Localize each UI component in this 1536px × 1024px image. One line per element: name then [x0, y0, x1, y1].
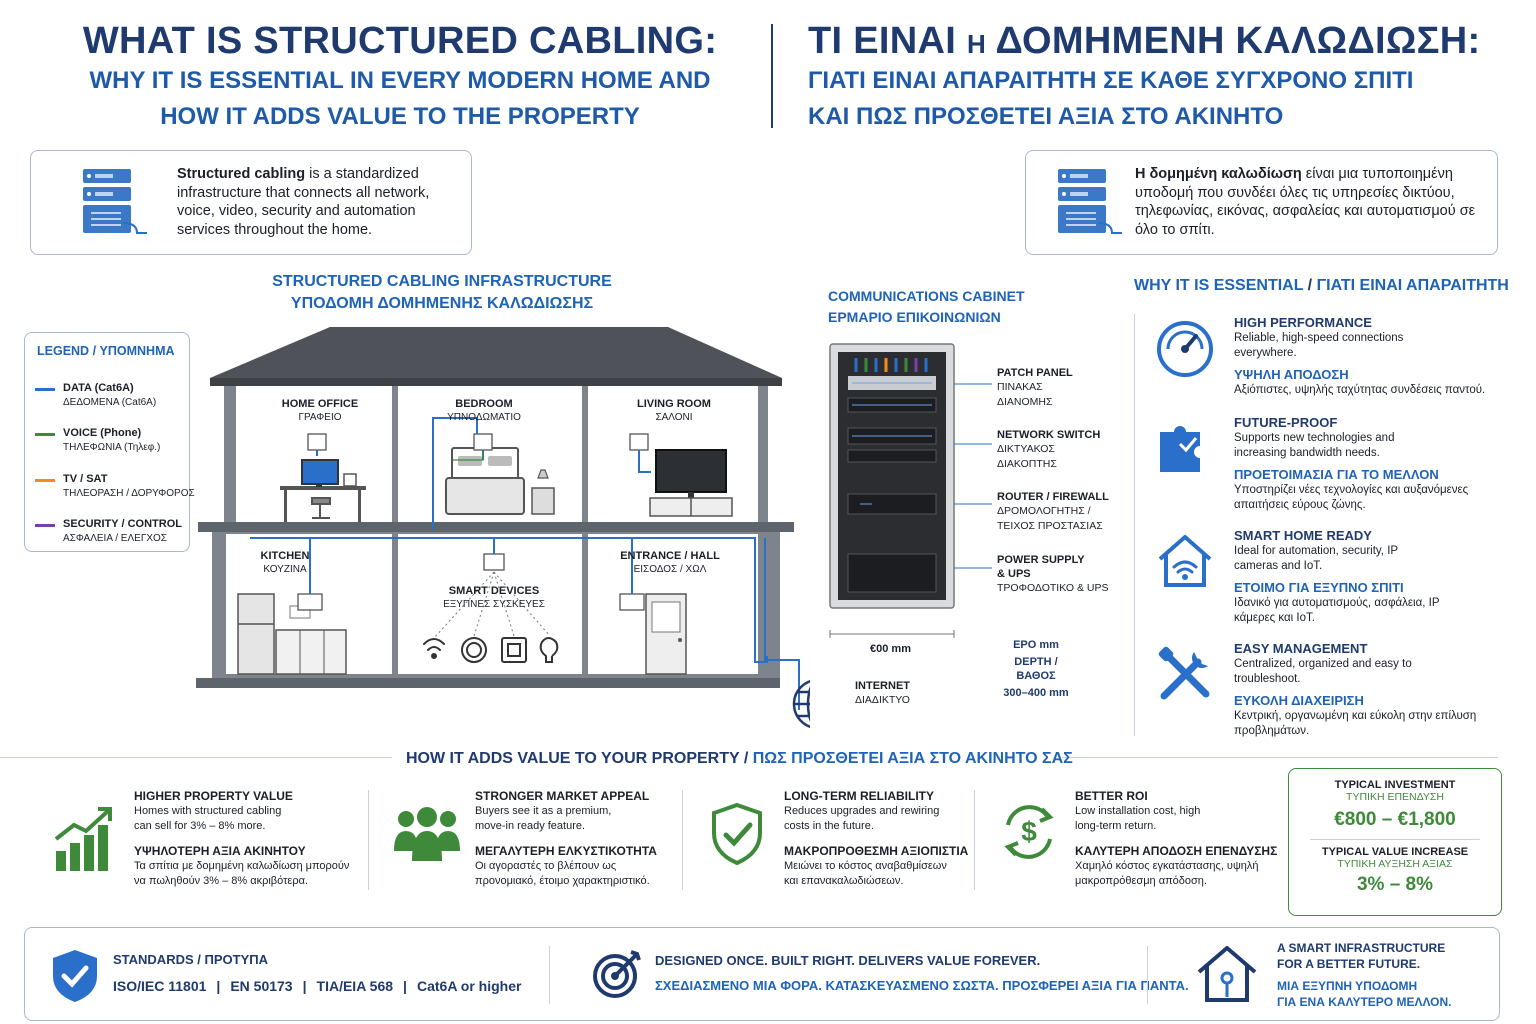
- intro-box-gr: Η δομημένη καλωδίωση είναι μια τυποποιημ…: [1025, 150, 1498, 255]
- footer-box: STANDARDS / ΠΡΟΤΥΠΑ ISO/IEC 11801|EN 501…: [24, 927, 1500, 1021]
- value-rule-right: [1062, 757, 1498, 758]
- smart-home-icon: [1158, 535, 1212, 587]
- shield-check-icon: [712, 802, 762, 866]
- house-illustration: [196, 327, 810, 728]
- slogan-en: DESIGNED ONCE. BUILT RIGHT. DELIVERS VAL…: [655, 953, 1041, 968]
- legend-label-gr: ΑΣΦΑΛΕΙΑ / ΕΛΕΓΧΟΣ: [63, 533, 167, 544]
- title-en-line2: WHY IT IS ESSENTIAL IN EVERY MODERN HOME…: [89, 67, 711, 94]
- footer-separator: [1147, 946, 1148, 1004]
- title-gr-line1: ΤΙ ΕΙΝΑΙ Η ΔΟΜΗΜΕΝΗ ΚΑΛΩΔΙΩΣΗ:: [808, 20, 1481, 62]
- essential-title: WHY IT IS ESSENTIAL / ΓΙΑΤΙ ΕΙΝΑΙ ΑΠΑΡΑΙ…: [1134, 277, 1509, 294]
- desk-icon: [280, 459, 366, 522]
- cabinet-title-gr: ΕΡΜΑΡΙΟ ΕΠΙΚΟΙΝΩΝΙΩΝ: [828, 309, 1001, 325]
- infra-title-gr: ΥΠΟΔΟΜΗ ΔΟΜΗΜΕΝΗΣ ΚΑΛΩΔΙΩΣΗΣ: [290, 295, 594, 312]
- value-separator: [682, 790, 683, 890]
- people-icon: [394, 807, 460, 861]
- legend-box: LEGEND / ΥΠΟΜΝΗΜΑ DATA (Cat6A) ΔΕΔΟΜΕΝΑ …: [24, 332, 195, 552]
- title-gr: ΤΙ ΕΙΝΑΙ Η ΔΟΜΗΜΕΝΗ ΚΑΛΩΔΙΩΣΗ: ΓΙΑΤΙ ΕΙΝ…: [808, 20, 1528, 131]
- tools-icon: [1158, 646, 1210, 700]
- cabinet-title: COMMUNICATIONS CABINET ΕΡΜΑΡΙΟ ΕΠΙΚΟΙΝΩΝ…: [828, 286, 1025, 328]
- gauge-icon: [1157, 321, 1213, 377]
- standard-item: EN 50173: [230, 978, 293, 994]
- value-title: HOW IT ADDS VALUE TO YOUR PROPERTY / ΠΩΣ…: [406, 750, 1073, 767]
- infra-title-en: STRUCTURED CABLING INFRASTRUCTURE: [272, 273, 612, 290]
- legend-swatch-data: [35, 388, 55, 391]
- smart-device-icons: [423, 637, 559, 663]
- intro-text-en: Structured cabling is a standardized inf…: [177, 166, 430, 238]
- cabinet-illustration: [829, 343, 992, 638]
- increase-value: 3% – 8%: [1356, 874, 1434, 895]
- growth-chart-icon: [54, 807, 112, 871]
- investment-label-gr: ΤΥΠΙΚΗ ΕΠΕΝΔΥΣΗ: [1346, 791, 1444, 803]
- cabinet-depth: ΕΡΟ mm DEPTH / ΒΑΘΟΣ 300–400 mm: [1003, 639, 1069, 699]
- value-rule-left: [0, 757, 392, 758]
- future-text: A SMART INFRASTRUCTURE FOR A BETTER FUTU…: [1277, 941, 1452, 1009]
- investment-divider: [1310, 839, 1480, 840]
- legend-label-en: TV / SAT: [63, 473, 108, 485]
- tv-icon: [649, 449, 733, 517]
- title-gr-line2: ΓΙΑΤΙ ΕΙΝΑΙ ΑΠΑΡΑΙΤΗΤΗ ΣΕ ΚΑΘΕ ΣΥΓΧΡΟΝΟ …: [808, 67, 1414, 94]
- door-icon: [645, 593, 687, 675]
- increase-label-en: TYPICAL VALUE INCREASE: [1321, 846, 1469, 858]
- standard-item: Cat6A or higher: [416, 978, 522, 994]
- value-separator: [974, 790, 975, 890]
- legend-label-gr: ΤΗΛΕΦΩΝΙΑ (Τηλεφ.): [63, 442, 161, 453]
- footer-separator: [549, 946, 550, 1004]
- slogan-gr: ΣΧΕΔΙΑΣΜΕΝΟ ΜΙΑ ΦΟΡΑ. ΚΑΤΑΣΚΕΥΑΣΜΕΝΟ ΣΩΣ…: [655, 978, 1189, 993]
- standards-title: STANDARDS / ΠΡΟΤΥΠΑ: [113, 952, 269, 967]
- kitchen-icon: [237, 593, 347, 675]
- shield-check-icon: [53, 950, 97, 1002]
- legend-swatch-tv: [35, 479, 55, 482]
- standard-item: ISO/IEC 11801: [113, 978, 207, 994]
- internet-globe-icon: [792, 680, 810, 728]
- standard-item: TIA/EIA 568: [316, 978, 394, 994]
- target-icon: [593, 950, 641, 998]
- intro-text-gr: Η δομημένη καλωδίωση είναι μια τυποποιημ…: [1135, 166, 1476, 238]
- cabinet-width: €00 mm: [870, 643, 911, 655]
- title-en: WHAT IS STRUCTURED CABLING: WHY IT IS ES…: [0, 20, 800, 131]
- legend-label-en: VOICE (Phone): [63, 427, 142, 439]
- puzzle-icon: [1160, 426, 1200, 472]
- title-en-line1: WHAT IS STRUCTURED CABLING:: [82, 20, 718, 62]
- infra-title: STRUCTURED CABLING INFRASTRUCTURE ΥΠΟΔΟΜ…: [242, 271, 642, 315]
- server-rack-icon: [1058, 169, 1122, 234]
- title-divider: [771, 24, 773, 128]
- legend-label-en: DATA (Cat6A): [63, 382, 134, 394]
- bed-icon: [445, 447, 555, 515]
- smart-home-icon: [1197, 946, 1257, 1002]
- legend-label-en: SECURITY / CONTROL: [63, 518, 182, 530]
- standards-list: ISO/IEC 11801|EN 50173|TIA/EIA 568|Cat6A…: [113, 978, 522, 994]
- dollar-cycle-icon: $: [1004, 805, 1054, 859]
- cabinet-title-en: COMMUNICATIONS CABINET: [828, 288, 1025, 304]
- server-rack-icon: [83, 169, 147, 234]
- intro-box-en: Structured cabling is a standardized inf…: [30, 150, 472, 255]
- legend-label-gr: ΔΕΔΟΜΕΝΑ (Cat6A): [63, 397, 157, 408]
- investment-value: €800 – €1,800: [1334, 809, 1456, 830]
- investment-label-en: TYPICAL INVESTMENT: [1334, 779, 1456, 791]
- legend-swatch-voice: [35, 433, 55, 436]
- legend-title: LEGEND / ΥΠΟΜΝΗΜΑ: [37, 344, 175, 358]
- svg-text:$: $: [1021, 816, 1037, 847]
- title-gr-line3: ΚΑΙ ΠΩΣ ΠΡΟΣΘΕΤΕΙ ΑΞΙΑ ΣΤΟ ΑΚΙΝΗΤΟ: [808, 103, 1284, 130]
- legend-swatch-security: [35, 524, 55, 527]
- investment-box: TYPICAL INVESTMENT ΤΥΠΙΚΗ ΕΠΕΝΔΥΣΗ €800 …: [1288, 768, 1502, 916]
- legend-label-gr: ΤΗΛΕΟΡΑΣΗ / ΔΟΡΥΦΟΡΟΣ: [63, 488, 195, 499]
- value-separator: [368, 790, 369, 890]
- essential-divider: [1134, 314, 1135, 736]
- increase-label-gr: ΤΥΠΙΚΗ ΑΥΞΗΣΗ ΑΞΙΑΣ: [1337, 858, 1453, 870]
- title-en-line3: HOW IT ADDS VALUE TO THE PROPERTY: [160, 103, 640, 130]
